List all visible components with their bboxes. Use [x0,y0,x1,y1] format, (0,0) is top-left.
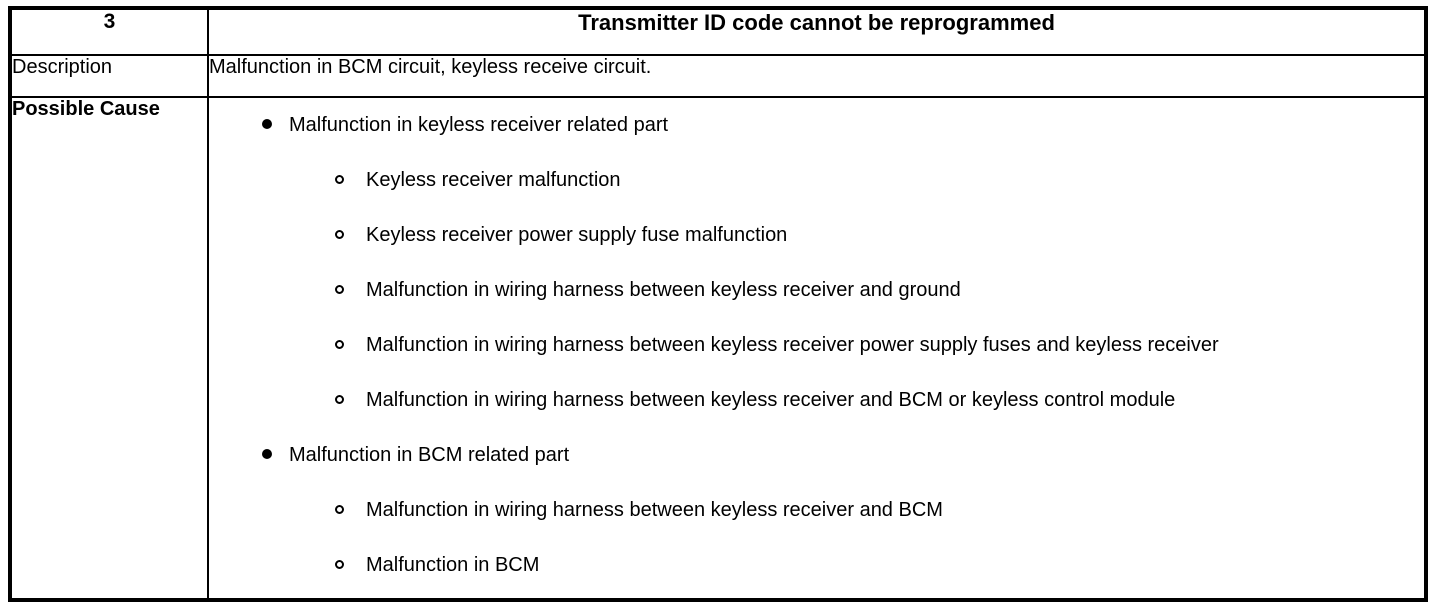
cause-item-label: Malfunction in wiring harness between ke… [366,389,1176,411]
filled-bullet-icon [262,442,272,469]
cause-item-label: Keyless receiver malfunction [366,169,621,191]
hollow-bullet-icon-shape [335,339,344,349]
description-value-cell: Malfunction in BCM circuit, keyless rece… [207,54,1427,98]
cause-item-label: Malfunction in BCM related part [289,444,570,466]
hollow-bullet-icon-shape [335,174,344,184]
filled-bullet-icon-shape [262,119,272,130]
cause-item-label: Keyless receiver power supply fuse malfu… [366,224,788,246]
cause-item-level-2: Keyless receiver power supply fuse malfu… [209,222,1414,249]
description-label-cell: Description [9,54,209,98]
cause-item-label: Malfunction in wiring harness between ke… [366,334,1219,356]
dtc-table: 3 Transmitter ID code cannot be reprogra… [8,6,1428,602]
cause-item-label: Malfunction in wiring harness between ke… [366,499,943,521]
cause-item-label: Malfunction in BCM [366,554,540,576]
hollow-bullet-icon [335,552,344,579]
cause-item-label: Malfunction in keyless receiver related … [289,114,669,136]
hollow-bullet-icon-shape [335,394,344,404]
hollow-bullet-icon [335,497,344,524]
possible-cause-body-cell: Malfunction in keyless receiver related … [207,96,1427,601]
filled-bullet-icon [262,112,272,139]
dtc-title-cell: Transmitter ID code cannot be reprogramm… [207,7,1427,56]
hollow-bullet-icon-shape [335,504,344,514]
cause-item-level-2: Malfunction in wiring harness between ke… [209,387,1414,414]
possible-cause-list: Malfunction in keyless receiver related … [209,98,1424,595]
hollow-bullet-icon [335,332,344,359]
cause-item-level-2: Malfunction in wiring harness between ke… [209,332,1414,359]
cause-item-level-2: Keyless receiver malfunction [209,167,1414,194]
cause-item-level-1: Malfunction in BCM related part [209,442,1414,469]
hollow-bullet-icon [335,167,344,194]
cause-item-level-2: Malfunction in wiring harness between ke… [209,497,1414,524]
cause-item-level-1: Malfunction in keyless receiver related … [209,112,1414,139]
hollow-bullet-icon-shape [335,284,344,294]
table-row-description: Description Malfunction in BCM circuit, … [9,54,1427,98]
cause-item-level-2: Malfunction in BCM [209,552,1414,579]
hollow-bullet-icon [335,387,344,414]
dtc-code-cell: 3 [9,7,209,56]
hollow-bullet-icon [335,277,344,304]
possible-cause-label-cell: Possible Cause [9,96,209,601]
cause-item-label: Malfunction in wiring harness between ke… [366,279,961,301]
hollow-bullet-icon-shape [335,229,344,239]
table-row-code: 3 Transmitter ID code cannot be reprogra… [9,7,1427,56]
cause-item-level-2: Malfunction in wiring harness between ke… [209,277,1414,304]
table-row-possible-cause: Possible Cause Malfunction in keyless re… [9,96,1427,601]
hollow-bullet-icon-shape [335,559,344,569]
hollow-bullet-icon [335,222,344,249]
filled-bullet-icon-shape [262,449,272,460]
